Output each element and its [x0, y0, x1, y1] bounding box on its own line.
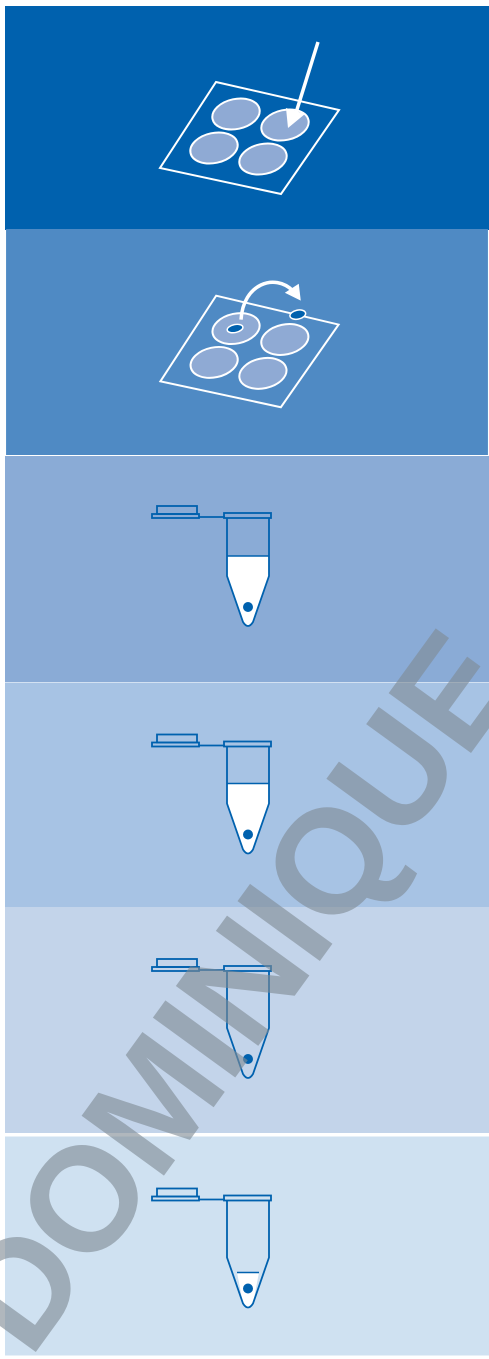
step-4-panel	[5, 682, 489, 907]
panel-6-background	[5, 1137, 489, 1356]
tube-with-small-volume-and-pellet-icon	[5, 1133, 489, 1359]
tube-pellet	[243, 1284, 253, 1294]
step-2-panel	[5, 229, 489, 456]
step-6-panel	[5, 1133, 489, 1352]
culture-plate-arrow-icon	[5, 5, 489, 231]
panel-2-background	[6, 229, 488, 455]
tube-pellet	[243, 1054, 253, 1064]
step-5-panel	[5, 907, 489, 1133]
transfer-well-to-tube-icon	[5, 229, 489, 455]
tube-pellet	[243, 830, 253, 840]
tube-with-liquid-and-pellet-icon	[5, 456, 489, 682]
tube-with-liquid-and-pellet-icon	[5, 682, 489, 908]
step-1-panel	[5, 5, 489, 229]
step-3-panel	[5, 456, 489, 682]
panel-5-background	[5, 907, 489, 1133]
tube-pellet	[243, 602, 253, 612]
tube-empty-with-pellet-icon	[5, 907, 489, 1133]
